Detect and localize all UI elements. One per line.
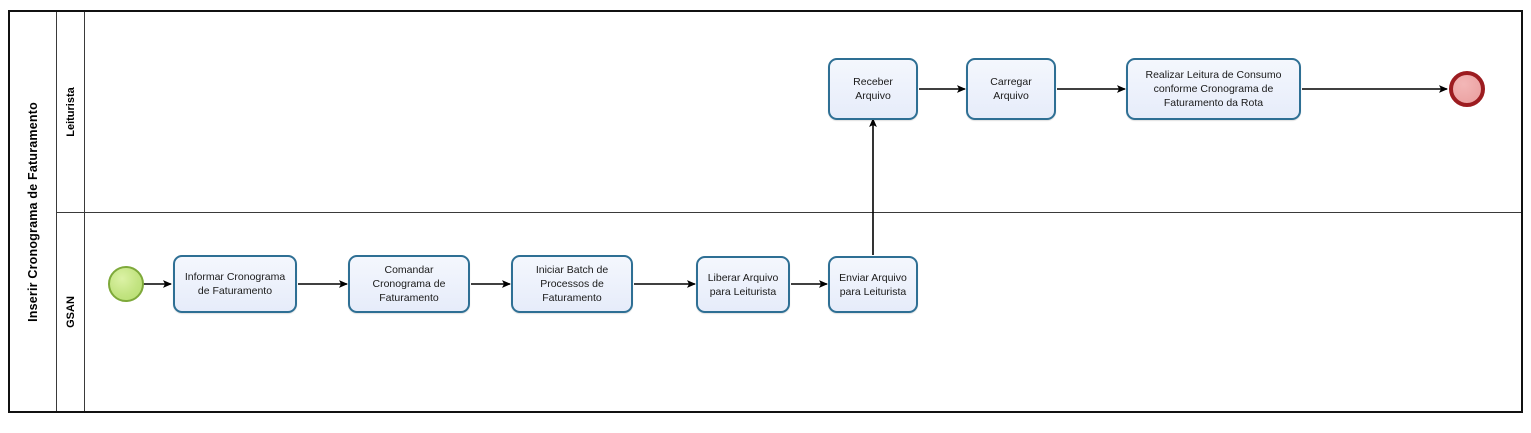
task-realizar-leitura-line-1: Realizar Leitura de Consumo	[1145, 69, 1282, 81]
task-realizar-leitura-de-consumo[interactable]: Realizar Leitura de Consumo conforme Cro…	[1126, 58, 1301, 120]
lane-label-gsan: GSAN	[57, 213, 85, 411]
pool-title-label: Inserir Cronograma de Faturamento	[26, 101, 40, 322]
lane-gsan-body	[85, 213, 1521, 411]
task-carregar-arquivo-line-2: Arquivo	[993, 90, 1029, 102]
task-receber-arquivo-line-2: Arquivo	[855, 90, 891, 102]
task-comandar-cronograma-line-1: Comandar	[384, 264, 434, 276]
task-informar-cronograma-line-1: Informar Cronograma	[184, 271, 286, 283]
lane-leiturista-label: Leiturista	[64, 87, 77, 137]
task-receber-arquivo-line-1: Receber	[853, 76, 893, 88]
task-comandar-cronograma-line-3: Faturamento	[379, 292, 439, 304]
task-informar-cronograma-de-faturamento[interactable]: Informar Cronograma de Faturamento	[173, 255, 297, 313]
lane-leiturista: Leiturista	[57, 12, 1521, 212]
lane-label-leiturista: Leiturista	[57, 12, 85, 212]
start-event[interactable]	[108, 266, 144, 302]
lane-leiturista-body	[85, 12, 1521, 212]
task-iniciar-batch-line-2: Processos de	[540, 278, 604, 290]
task-enviar-arquivo-line-2: para Leiturista	[839, 285, 907, 298]
lane-gsan: GSAN	[57, 212, 1521, 411]
task-realizar-leitura-line-3: Faturamento da Rota	[1163, 97, 1264, 109]
task-carregar-arquivo[interactable]: Carregar Arquivo	[966, 58, 1056, 120]
task-enviar-arquivo-line-1: Enviar Arquivo	[839, 271, 907, 284]
task-iniciar-batch-line-3: Faturamento	[542, 292, 602, 304]
task-realizar-leitura-line-2: conforme Cronograma de	[1153, 83, 1274, 95]
task-liberar-arquivo-line-2: para Leiturista	[709, 285, 777, 298]
task-liberar-arquivo-para-leiturista[interactable]: Liberar Arquivo para Leiturista	[696, 256, 790, 313]
pool-title: Inserir Cronograma de Faturamento	[10, 12, 57, 411]
task-enviar-arquivo-para-leiturista[interactable]: Enviar Arquivo para Leiturista	[828, 256, 918, 313]
end-event[interactable]	[1449, 71, 1485, 107]
task-liberar-arquivo-line-1: Liberar Arquivo	[707, 271, 779, 284]
task-informar-cronograma-line-2: de Faturamento	[197, 285, 273, 297]
task-carregar-arquivo-line-1: Carregar	[990, 76, 1032, 88]
task-receber-arquivo[interactable]: Receber Arquivo	[828, 58, 918, 120]
task-comandar-cronograma-line-2: Cronograma de	[372, 278, 446, 290]
lane-gsan-label: GSAN	[64, 296, 77, 328]
task-comandar-cronograma-de-faturamento[interactable]: Comandar Cronograma de Faturamento	[348, 255, 470, 313]
task-iniciar-batch-de-processos[interactable]: Iniciar Batch de Processos de Faturament…	[511, 255, 633, 313]
task-iniciar-batch-line-1: Iniciar Batch de	[535, 264, 609, 276]
